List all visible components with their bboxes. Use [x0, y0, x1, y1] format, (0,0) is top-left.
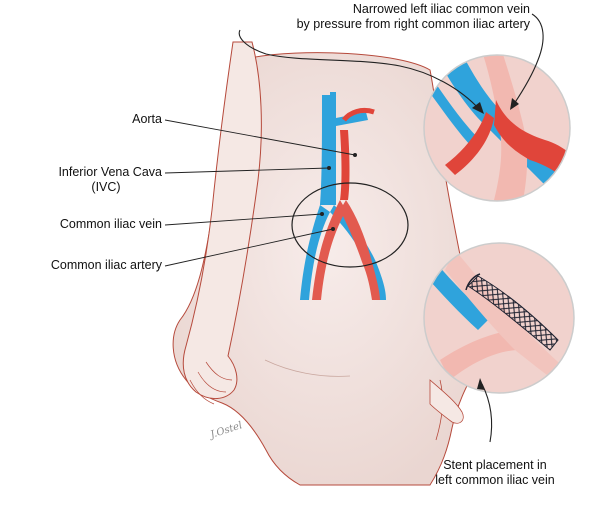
label-narrowed-line1: Narrowed left iliac common vein	[352, 2, 530, 16]
label-stent: Stent placement in left common iliac vei…	[420, 458, 570, 488]
leader-lines	[164, 119, 356, 267]
left-arm	[182, 41, 262, 405]
label-common-iliac-artery: Common iliac artery	[50, 258, 162, 272]
inset-stent	[423, 242, 575, 394]
artery-system	[312, 107, 380, 300]
label-aorta: Aorta	[132, 112, 162, 126]
arrow-heads	[472, 98, 519, 390]
label-stent-line1: Stent placement in	[443, 458, 547, 472]
label-ivc-line2: (IVC)	[91, 180, 121, 194]
label-common-iliac-vein: Common iliac vein	[59, 217, 162, 231]
highlight-ellipse	[291, 182, 409, 268]
right-hand	[429, 379, 464, 424]
inset-compression	[423, 54, 571, 202]
label-ivc-line1: Inferior Vena Cava	[58, 165, 162, 179]
label-narrowed: Narrowed left iliac common vein by press…	[250, 2, 530, 32]
label-ivc: Inferior Vena Cava (IVC)	[20, 165, 162, 195]
label-narrowed-line2: by pressure from right common iliac arte…	[296, 17, 530, 31]
label-stent-line2: left common iliac vein	[435, 473, 555, 487]
